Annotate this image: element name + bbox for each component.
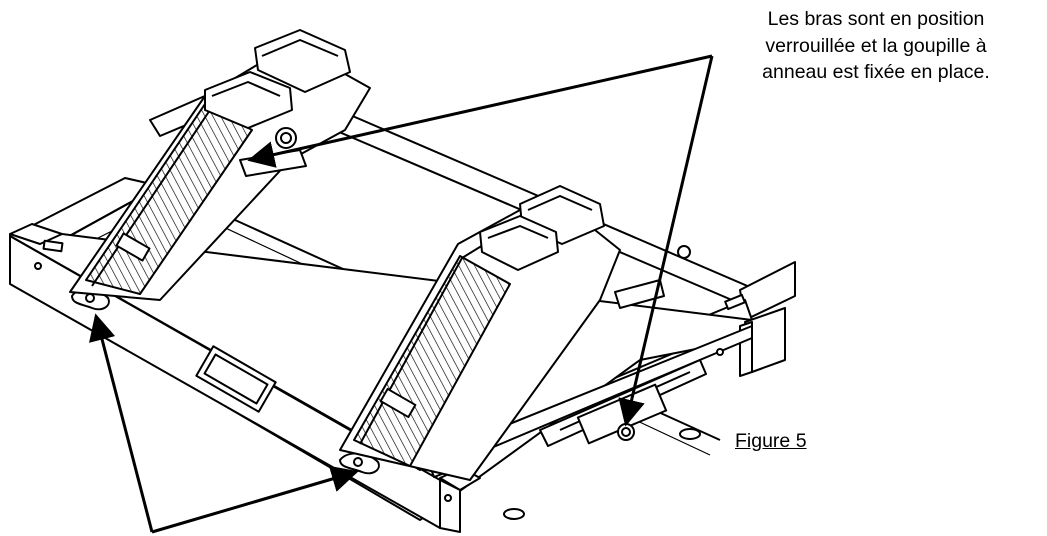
callout-line-3: anneau est fixée en place. [762, 61, 990, 84]
callout-text: Les bras sont en position verrouillée et… [706, 6, 1046, 86]
arrows [89, 54, 714, 534]
figure-caption: Figure 5 [735, 430, 807, 452]
arrow-to-ring-pin [618, 55, 714, 427]
callout-line-1: Les bras sont en position [767, 8, 985, 30]
arrow-to-front-pin-left [89, 313, 154, 533]
arrow-to-left-arm [247, 54, 713, 168]
left-arm [69, 29, 371, 301]
arrow-to-front-pin-right [151, 465, 359, 534]
right-arm [339, 185, 691, 481]
callout-line-2: verrouillée et la goupille à [765, 34, 987, 57]
